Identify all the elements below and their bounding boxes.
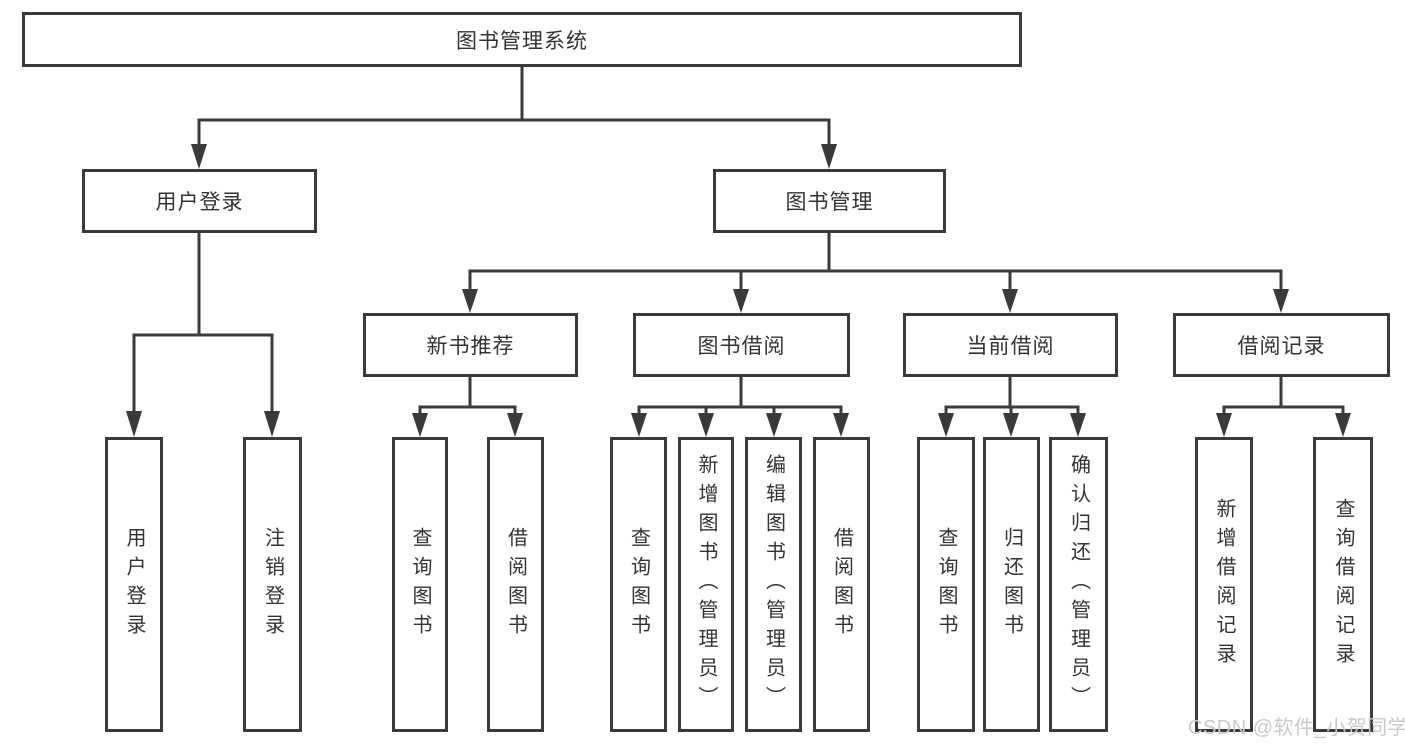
leaf-records-query-record-label: 查询借阅记录 [1332, 497, 1354, 672]
leaf-records-add-record-label: 新增借阅记录 [1213, 497, 1235, 672]
leaf-user-login-label: 用户登录 [123, 526, 145, 643]
leaf-recommend-query-books-label: 查询图书 [409, 526, 431, 643]
leaf-records-query-record: 查询借阅记录 [1313, 437, 1373, 732]
connector-arrowheads [126, 144, 1351, 437]
leaf-current-confirm-return: 确认归还（管理员） [1049, 437, 1108, 732]
node-book-borrowing: 图书借阅 [633, 313, 850, 377]
leaf-borrow-query-books-label: 查询图书 [627, 526, 650, 643]
node-user-login: 用户登录 [82, 169, 317, 233]
node-root-system: 图书管理系统 [22, 12, 1022, 67]
leaf-recommend-borrow-books-label: 借阅图书 [504, 526, 527, 643]
node-borrowing-records: 借阅记录 [1173, 313, 1390, 377]
node-current-borrowing-label: 当前借阅 [966, 335, 1055, 358]
leaf-current-return-books-label: 归还图书 [1000, 526, 1023, 643]
leaf-borrow-add-books-label: 新增图书（管理员） [695, 454, 717, 715]
leaf-records-add-record: 新增借阅记录 [1195, 437, 1253, 732]
leaf-borrow-edit-books-label: 编辑图书（管理员） [762, 454, 785, 715]
node-new-book-recommendation: 新书推荐 [363, 313, 578, 377]
leaf-user-login: 用户登录 [105, 437, 163, 732]
leaf-logout: 注销登录 [243, 437, 302, 732]
node-borrowing-records-label: 借阅记录 [1237, 335, 1326, 358]
leaf-current-query-books-label: 查询图书 [935, 526, 957, 643]
csdn-watermark: CSDN @软件_小贺同学 [1188, 717, 1405, 739]
node-root-system-label: 图书管理系统 [456, 29, 588, 53]
leaf-borrow-borrow-books-label: 借阅图书 [830, 526, 853, 643]
leaf-current-query-books: 查询图书 [917, 437, 975, 732]
leaf-recommend-query-books: 查询图书 [392, 437, 448, 732]
leaf-recommend-borrow-books: 借阅图书 [487, 437, 544, 732]
leaf-borrow-edit-books: 编辑图书（管理员） [745, 437, 802, 732]
leaf-current-return-books: 归还图书 [983, 437, 1040, 732]
leaf-borrow-add-books: 新增图书（管理员） [678, 437, 734, 732]
leaf-logout-label: 注销登录 [261, 526, 284, 643]
node-book-borrowing-label: 图书借阅 [697, 335, 786, 358]
connector-lines [132, 66, 1345, 420]
node-user-login-label: 用户登录 [155, 191, 244, 214]
node-book-management: 图书管理 [713, 169, 946, 233]
leaf-current-confirm-return-label: 确认归还（管理员） [1067, 454, 1090, 715]
node-new-book-recommendation-label: 新书推荐 [426, 335, 515, 358]
leaf-borrow-borrow-books: 借阅图书 [813, 437, 870, 732]
node-book-management-label: 图书管理 [785, 191, 874, 214]
leaf-borrow-query-books: 查询图书 [610, 437, 667, 732]
node-current-borrowing: 当前借阅 [903, 313, 1118, 377]
